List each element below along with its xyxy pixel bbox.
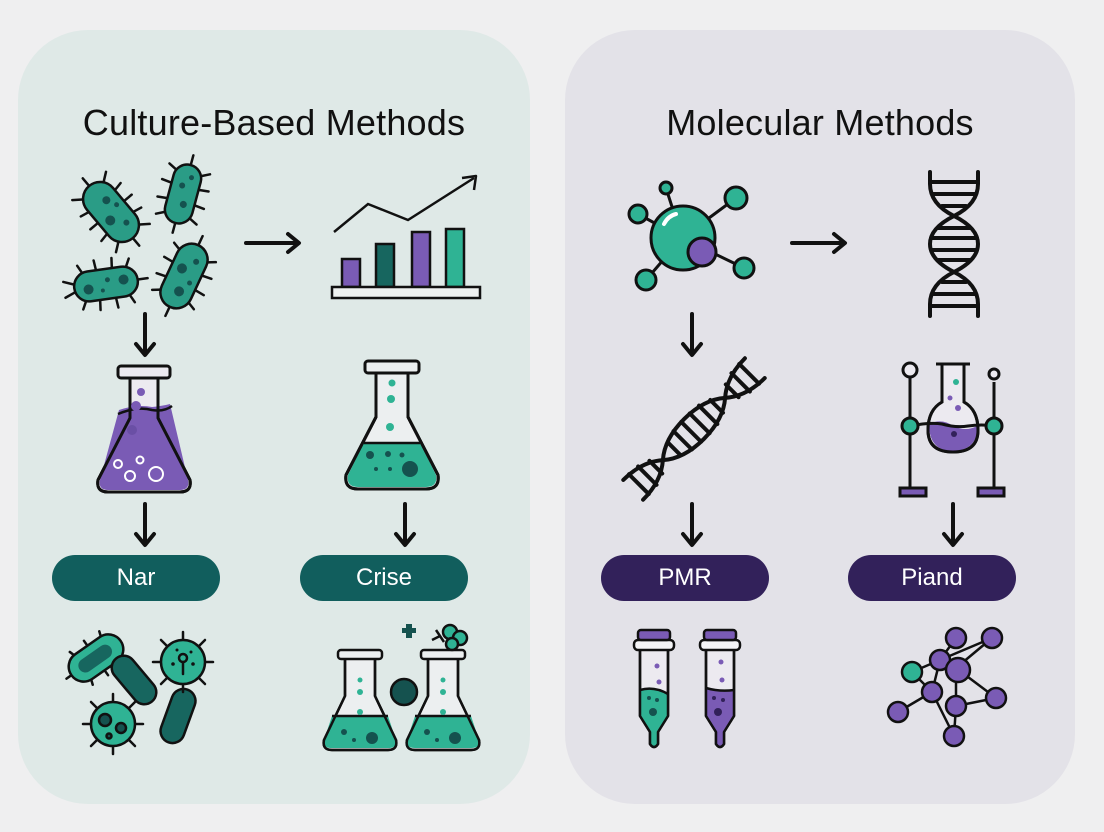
arrow-down-icon — [393, 502, 417, 550]
arrow-right-icon — [244, 232, 304, 254]
molecular-methods-title: Molecular Methods — [666, 102, 974, 143]
arrow-right-icon — [790, 232, 850, 254]
flask-purple-icon — [92, 362, 196, 496]
flask-apparatus-icon — [890, 361, 1020, 506]
step-pill-piand[interactable]: Piand — [848, 555, 1016, 601]
step-pill-pmr[interactable]: PMR — [601, 555, 769, 601]
culture-methods-title: Culture-Based Methods — [82, 102, 466, 143]
arrow-down-icon — [133, 502, 157, 550]
molecular-network-icon — [886, 624, 1016, 752]
microbes-icon — [60, 618, 230, 758]
culture-methods-panel: Culture-Based Methods — [18, 30, 530, 804]
flasks-reaction-icon — [300, 612, 490, 762]
dna-vertical-icon — [924, 170, 984, 318]
bar-chart-growth-icon — [328, 172, 484, 302]
arrow-down-icon — [941, 502, 965, 550]
arrow-down-icon — [680, 502, 704, 550]
flask-teal-icon — [340, 357, 444, 491]
step-pill-crise[interactable]: Crise — [300, 555, 468, 601]
arrow-down-icon — [133, 312, 157, 360]
dna-diagonal-icon — [621, 356, 767, 502]
pcr-tubes-icon — [630, 626, 760, 754]
step-pill-nar[interactable]: Nar — [52, 555, 220, 601]
cell-molecule-icon — [622, 178, 762, 298]
arrow-down-icon — [680, 312, 704, 360]
bacteria-cluster-icon — [62, 150, 226, 320]
